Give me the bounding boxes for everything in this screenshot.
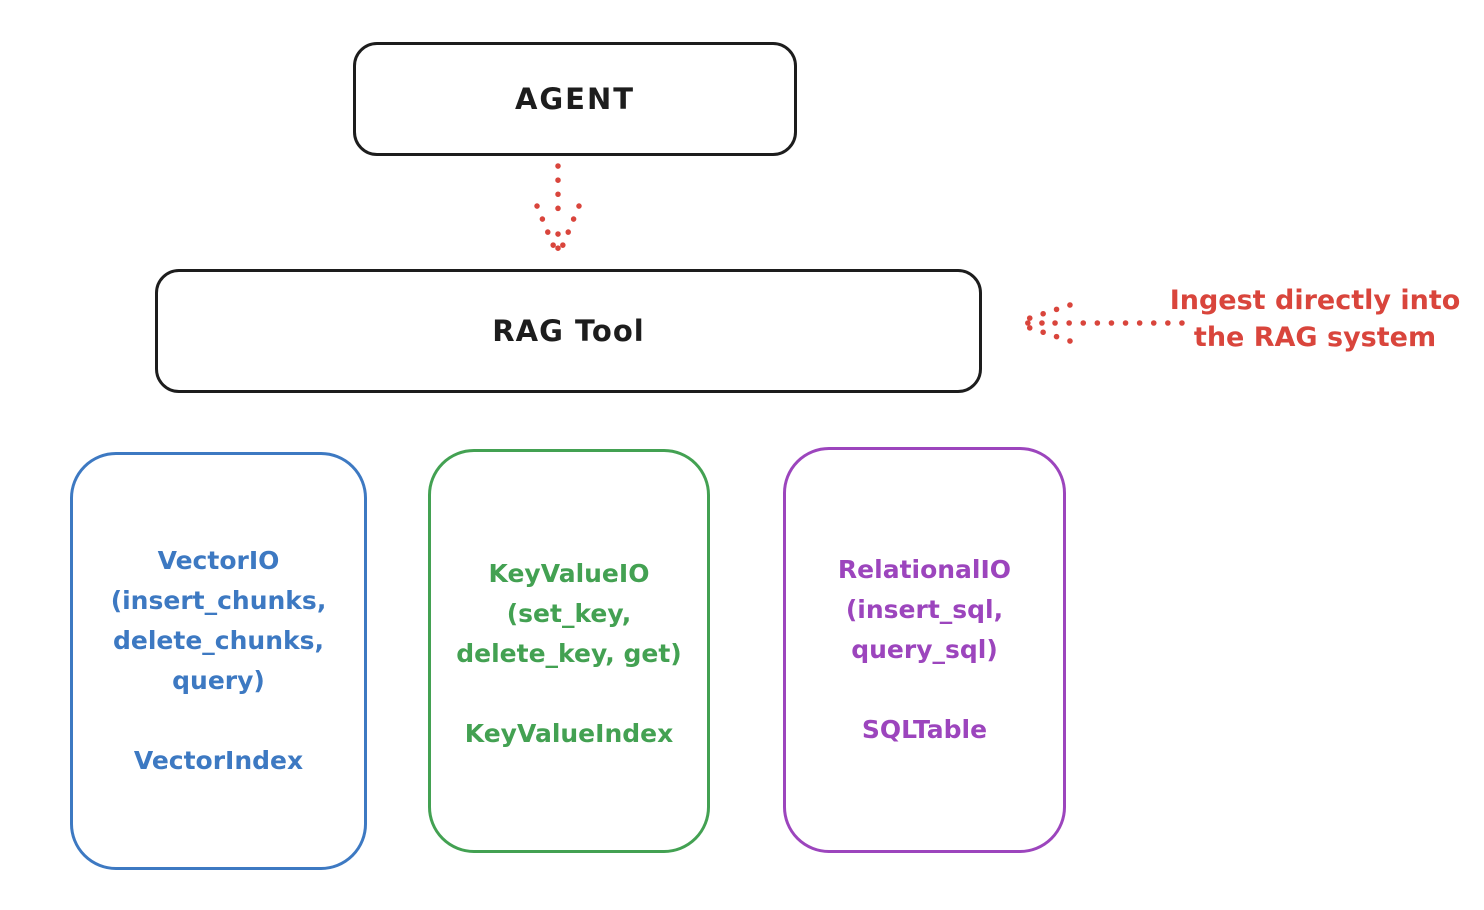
relational-io-title: RelationalIO — [837, 555, 1012, 584]
relational-io-node: RelationalIO (insert_sql, query_sql) SQL… — [783, 447, 1066, 853]
ingest-annotation-line1: Ingest directly into — [1169, 285, 1461, 316]
vector-io-node: VectorIO (insert_chunks, delete_chunks, … — [70, 452, 367, 870]
rag-tool-node: RAG Tool — [155, 269, 982, 393]
key-value-io-method-line: (set_key, — [506, 599, 632, 628]
key-value-io-method-line: delete_key, get) — [456, 639, 682, 668]
relational-io-method-line: (insert_sql, — [845, 595, 1004, 624]
agent-node: AGENT — [353, 42, 797, 156]
rag-tool-label: RAG Tool — [492, 314, 645, 348]
sql-table-label: SQLTable — [861, 715, 988, 744]
key-value-io-node: KeyValueIO (set_key, delete_key, get) Ke… — [428, 449, 710, 853]
vector-io-method-line: (insert_chunks, — [110, 586, 327, 615]
vector-io-title: VectorIO — [157, 546, 280, 575]
key-value-io-title: KeyValueIO — [488, 559, 650, 588]
relational-io-method-line: query_sql) — [851, 635, 998, 664]
ingest-annotation: Ingest directly into the RAG system — [1140, 282, 1484, 356]
vector-io-method-line: delete_chunks, — [113, 626, 324, 655]
agent-to-rag-arrow-icon — [534, 163, 582, 259]
agent-label: AGENT — [514, 82, 636, 116]
spacer — [73, 701, 364, 741]
ingest-arrow-icon — [1019, 302, 1185, 344]
spacer — [431, 674, 707, 714]
spacer — [786, 670, 1063, 710]
key-value-index-label: KeyValueIndex — [464, 719, 674, 748]
ingest-annotation-line2: the RAG system — [1193, 322, 1437, 353]
vector-io-method-line: query) — [172, 666, 265, 695]
vector-index-label: VectorIndex — [133, 746, 304, 775]
